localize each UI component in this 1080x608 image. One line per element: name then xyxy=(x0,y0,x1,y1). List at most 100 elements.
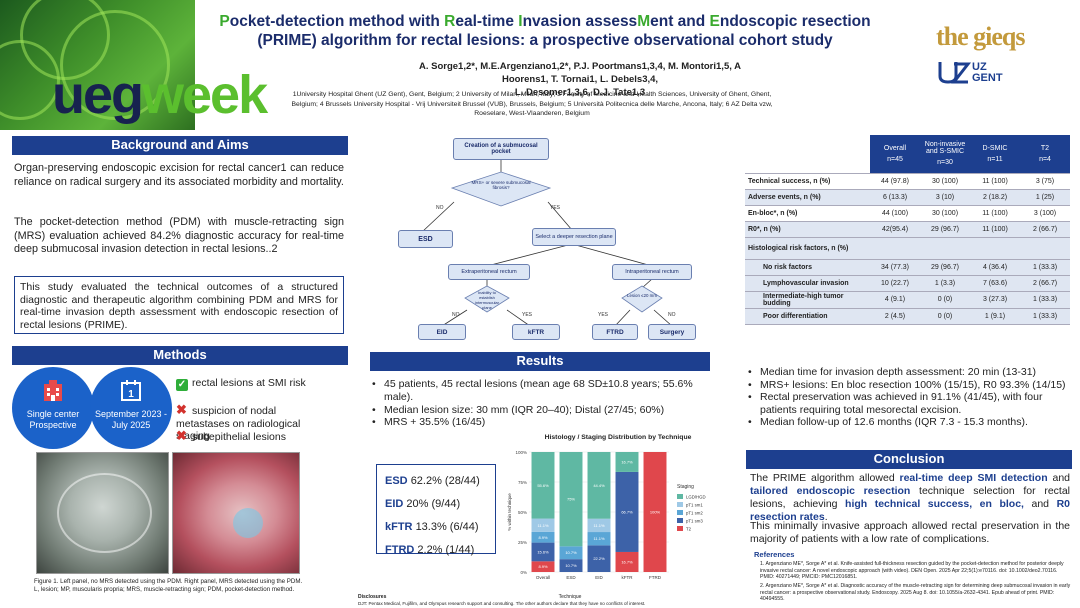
table-cell: 30 (100) xyxy=(920,205,970,222)
chart-data-label: 55.6% xyxy=(537,483,549,488)
conclusion-paragraph-1: The PRIME algorithm allowed real-time de… xyxy=(750,472,1070,524)
chart-legend-title: Staging xyxy=(677,484,694,490)
technique-value: 2.2% (1/44) xyxy=(417,544,475,556)
flowchart-kftr: kFTR xyxy=(512,324,560,340)
disclosures-text: DJT: Pentax Medical, Fujifilm, and Olymp… xyxy=(358,601,646,606)
table-cell xyxy=(970,237,1020,260)
table-cell: 2 (4.5) xyxy=(870,308,920,325)
affiliations: 1University Hospital Ghent (UZ Gent), Ge… xyxy=(291,91,773,117)
conclusion-emphasis: R0 resection rates xyxy=(750,498,1070,523)
technique-value: 13.3% (6/44) xyxy=(415,521,479,533)
chart-bar-segment xyxy=(615,452,639,472)
table-cell: 44 (100) xyxy=(870,205,920,222)
conclusion-text: . xyxy=(824,511,828,523)
flowchart-deeper-plane: Select a deeper resection plane xyxy=(532,228,616,246)
uz-gent-logo-text: UZ GENT xyxy=(972,61,1003,84)
design-circle: Single center Prospective xyxy=(12,367,94,449)
chart-bar-segment xyxy=(559,559,583,572)
table-cell: 29 (96.7) xyxy=(920,221,970,238)
disclosures-heading: Disclosures xyxy=(358,594,387,600)
table-row-label: Technical success, n (%) xyxy=(745,173,870,190)
technique-row: kFTR 13.3% (6/44) xyxy=(385,516,487,539)
table-cell: 3 (100) xyxy=(1020,205,1070,222)
exclusion-criterion-2: ✖subepithelial lesions xyxy=(176,429,346,444)
chart-data-label: 10.7% xyxy=(565,563,577,568)
technique-name: ESD xyxy=(385,475,411,487)
hospital-icon xyxy=(44,380,62,401)
technique-name: FTRD xyxy=(385,544,418,556)
methods-heading: Methods xyxy=(12,346,348,365)
table-cell: 44 (97.8) xyxy=(870,173,920,190)
chart-data-label: 75% xyxy=(567,497,575,502)
table-cell xyxy=(1020,237,1070,260)
chart-bar-segment xyxy=(559,546,583,560)
svg-text:1: 1 xyxy=(128,389,134,400)
flowchart-lesion-size: Lesion ≤20 mm xyxy=(627,293,657,298)
flowchart-intraperitoneal: Intraperitoneal rectum xyxy=(612,264,692,280)
chart-data-label: 44.4% xyxy=(593,483,605,488)
title-text: ndoscopic resection (PRIME) algorithm fo… xyxy=(257,13,871,49)
chart-legend-swatch xyxy=(677,518,683,523)
background-paragraph-2: The pocket-detection method (PDM) with m… xyxy=(14,216,344,255)
decorative-ring xyxy=(0,40,60,120)
chart-x-tick-label: FTRD xyxy=(649,575,662,580)
table-row: Histological risk factors, n (%) xyxy=(745,237,1070,260)
table-row-label: No risk factors xyxy=(745,259,870,276)
chart-data-label: 11.1% xyxy=(593,536,604,541)
title-acronym-letter: P xyxy=(219,13,230,30)
background-paragraph-1: Organ-preserving endoscopic excision for… xyxy=(14,162,344,188)
conclusion-emphasis: tailored endoscopic resection xyxy=(750,485,911,497)
table-header-count: n=11 xyxy=(987,155,1003,163)
chart-bar-segment xyxy=(531,542,555,562)
conclusion-text: technique selection for rectal lesions, … xyxy=(750,485,1071,510)
chart-title: Histology / Staging Distribution by Tech… xyxy=(544,434,692,441)
chart-legend-swatch xyxy=(677,494,683,499)
table-row: R0*, n (%)42(95.4)29 (96.7)11 (100)2 (66… xyxy=(745,221,1070,238)
flowchart-esd: ESD xyxy=(398,230,453,248)
table-cell: 1 (9.1) xyxy=(970,308,1020,325)
prime-algorithm-flowchart-lines xyxy=(421,160,673,327)
flowchart-no-label: NO xyxy=(452,312,460,318)
table-cell: 29 (96.7) xyxy=(920,259,970,276)
table-cell: 3 (75) xyxy=(1020,173,1070,190)
title-text: ent and xyxy=(650,13,710,30)
table-cell: 30 (100) xyxy=(920,173,970,190)
chart-y-tick-label: 25% xyxy=(518,540,527,545)
chart-legend-label: pT1 sm3 xyxy=(686,519,703,524)
logo-week-text: week xyxy=(142,65,268,125)
chart-y-tick-label: 50% xyxy=(518,510,527,515)
table-header-cell: D-SMIC n=11 xyxy=(970,135,1020,174)
chart-legend-label: pT1 sm1 xyxy=(686,503,703,508)
chart-data-label: 15.6% xyxy=(537,549,549,554)
chart-data-label: 11.1% xyxy=(537,523,548,528)
right-results-bullets: Median time for invasion depth assessmen… xyxy=(748,366,1070,429)
chart-bar-segment xyxy=(643,452,667,572)
cross-icon: ✖ xyxy=(176,402,187,417)
table-header-label: Overall xyxy=(883,144,907,152)
technique-name: EID xyxy=(385,498,407,510)
flowchart-ftrd: FTRD xyxy=(592,324,638,340)
chart-y-axis-label: % within technique xyxy=(507,493,512,531)
check-icon: ✓ xyxy=(176,379,188,391)
bullet-item: Median time for invasion depth assessmen… xyxy=(748,366,1070,379)
flowchart-decision-shape xyxy=(621,285,663,313)
chart-data-label: 16.7% xyxy=(621,559,633,564)
conclusion-text: The PRIME algorithm allowed xyxy=(750,472,900,484)
table-header-label: D-SMIC xyxy=(982,144,1008,152)
table-row-label: En-bloc*, n (%) xyxy=(745,205,870,222)
technique-row: EID 20% (9/44) xyxy=(385,493,487,516)
aim-box: This study evaluated the technical outco… xyxy=(14,276,344,334)
flowchart-no-label: NO xyxy=(436,205,444,211)
design-text: Single center Prospective xyxy=(26,409,80,430)
table-cell: 11 (100) xyxy=(970,205,1020,222)
table-cell xyxy=(920,237,970,260)
flowchart-surgery: Surgery xyxy=(648,324,696,340)
chart-bar-segment xyxy=(587,532,611,546)
table-header-count: n=30 xyxy=(937,159,953,167)
table-header-count: n=45 xyxy=(887,155,903,163)
bullet-item: Rectal preservation was achieved in 91.1… xyxy=(748,391,1070,416)
flowchart-yes-label: YES xyxy=(598,312,609,318)
